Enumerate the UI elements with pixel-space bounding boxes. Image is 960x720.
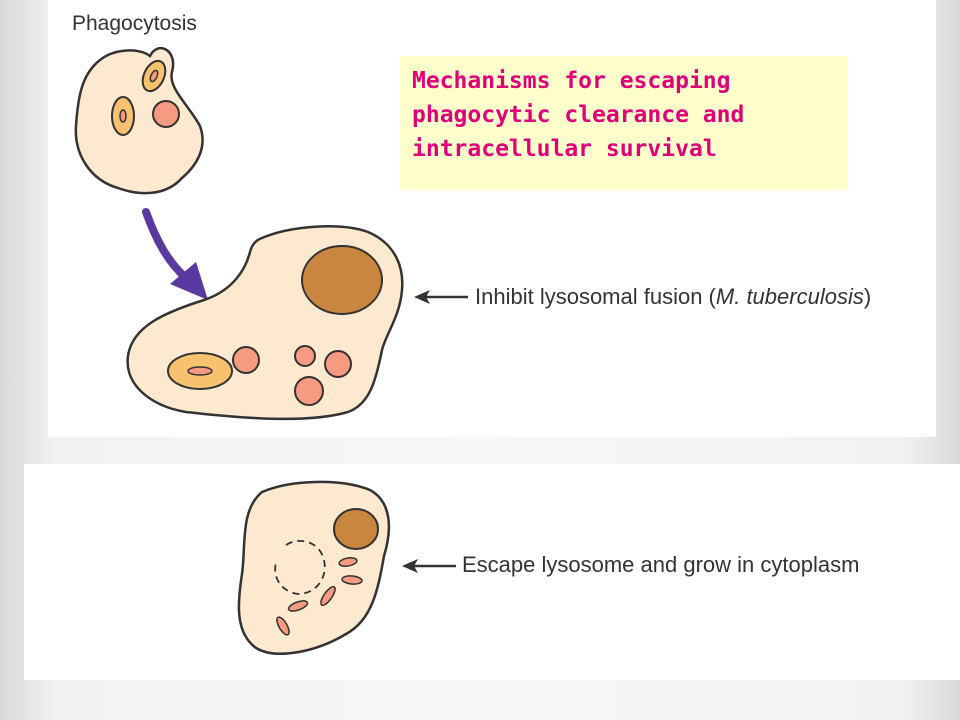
lysosome <box>294 345 316 367</box>
label-inhibit-suffix: ) <box>863 284 872 309</box>
cytoplasmic-bacterium <box>276 616 290 636</box>
cytoplasmic-bacterium <box>338 557 358 567</box>
label-inhibit-lysosomal-fusion: Inhibit lysosomal fusion (M. tuberculosi… <box>475 284 871 310</box>
lysosome <box>324 350 352 378</box>
pointer-arrow-escape <box>402 559 456 573</box>
pointer-arrow-inhibit <box>414 290 468 304</box>
ruptured-lysosome <box>274 540 326 595</box>
bottom-panel <box>24 464 960 680</box>
label-inhibit-prefix: Inhibit lysosomal fusion ( <box>475 284 716 309</box>
phagosome-bacterium-core <box>187 366 213 376</box>
phagosome-bacterium-core <box>119 109 127 123</box>
cytoplasmic-bacterium <box>287 600 309 612</box>
lysosome <box>152 100 180 128</box>
phagocyte-cell-1 <box>74 46 204 195</box>
nucleus <box>333 508 379 550</box>
title-box: Mechanisms for escaping phagocytic clear… <box>400 56 848 190</box>
phagocyte-cell-2 <box>126 225 404 421</box>
lysosome <box>294 376 324 406</box>
bacterium-engulfing-core <box>149 69 159 83</box>
nucleus <box>301 245 383 315</box>
lysosome <box>232 346 260 374</box>
cytoplasmic-bacterium <box>341 575 363 585</box>
label-phagocytosis: Phagocytosis <box>72 12 197 35</box>
label-escape-lysosome: Escape lysosome and grow in cytoplasm <box>462 552 860 577</box>
slide-title: Mechanisms for escaping phagocytic clear… <box>412 68 745 162</box>
transition-arrow <box>142 208 208 300</box>
label-inhibit-organism: M. tuberculosis <box>715 284 864 309</box>
phagocyte-cell-3 <box>237 480 391 655</box>
cytoplasmic-bacterium <box>320 585 336 607</box>
